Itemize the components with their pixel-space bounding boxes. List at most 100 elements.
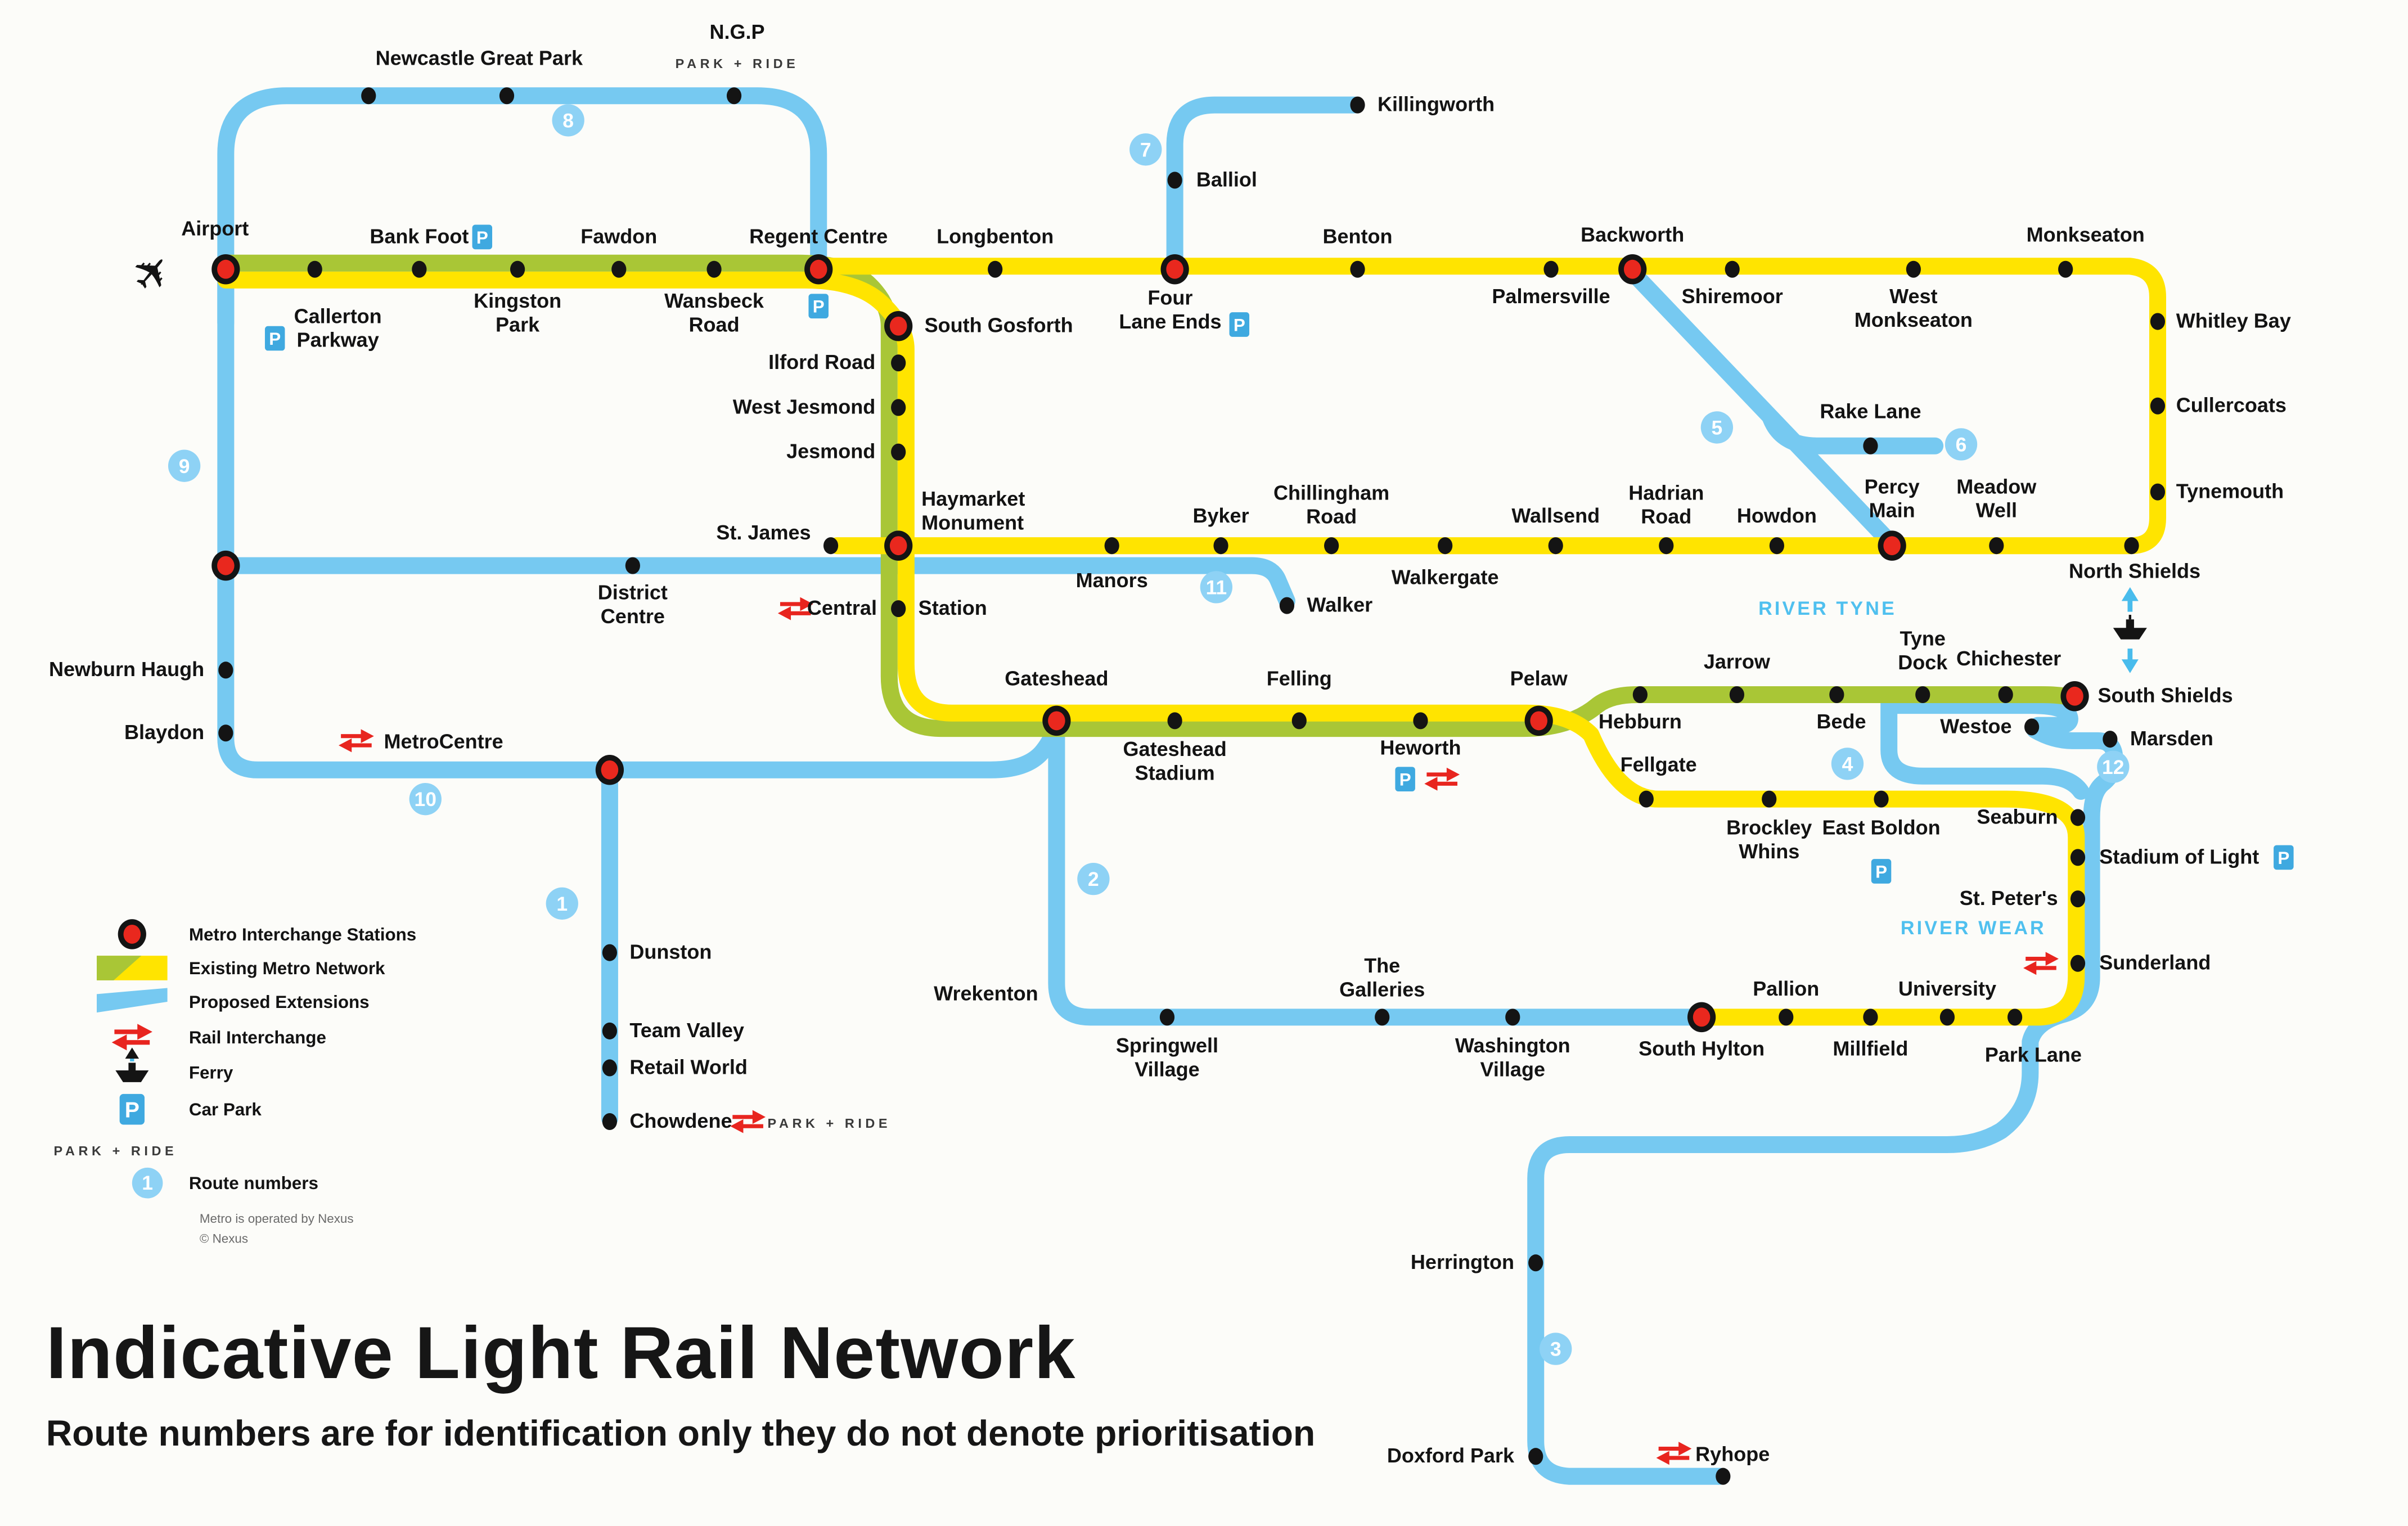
station-jesmond[interactable]: Jesmond [786,440,906,463]
station-felling[interactable]: Felling [1267,667,1332,730]
station-pallion[interactable]: Pallion [1753,977,1819,1026]
station-backworth[interactable]: Backworth [1581,223,1684,285]
station-label-westoe: Westoe [1940,714,2011,737]
station-wallsend[interactable]: Wallsend [1511,504,1600,555]
station-label-chillingham-road: Road [1306,505,1357,528]
station-label-whitley-bay: Whitley Bay [2176,309,2291,332]
station-longbenton[interactable]: Longbenton [937,224,1054,278]
station-north-shields[interactable]: North Shields [2069,537,2200,583]
station-label-fawdon: Fawdon [580,224,657,247]
route-badge-9: 9 [168,449,201,482]
station-cullercoats[interactable]: Cullercoats [2150,394,2287,417]
station-chichester[interactable]: Chichester [1956,647,2061,704]
station-central-station[interactable]: Station [777,596,987,620]
station-killingworth[interactable]: Killingworth [1350,93,1495,116]
station-benton[interactable]: Benton [1322,224,1393,278]
svg-text:P: P [125,1098,139,1123]
station-south-hylton[interactable]: South Hylton [1639,1002,1765,1060]
station-millfield[interactable]: Millfield [1833,1009,1908,1060]
station-sunderland[interactable]: Sunderland [2023,951,2211,975]
station-tynemouth[interactable]: Tynemouth [2150,480,2284,503]
station-label-hadrian-road: Road [1641,505,1691,528]
station-whitley-bay[interactable]: Whitley Bay [2150,309,2291,332]
station-west-jesmond[interactable]: West Jesmond [733,395,906,418]
station-dunston[interactable]: Dunston [602,940,712,964]
station-manors[interactable]: Manors [1076,537,1148,592]
station-newcastle-great-park[interactable]: Newcastle Great Park [376,47,583,105]
station-st-peters[interactable]: St. Peter's [1960,886,2086,910]
station-howdon[interactable]: Howdon [1737,504,1817,555]
station-park-lane[interactable]: Park Lane [1985,1009,2082,1066]
station-herrington[interactable]: Herrington [1411,1250,1543,1273]
station-label-tyne-dock: Tyne [1900,627,1946,650]
station-ilford-road[interactable]: Ilford Road [768,350,906,373]
station-university[interactable]: University [1898,977,1996,1026]
station-seaburn[interactable]: Seaburn [1977,805,2086,828]
station-label-monument: Monument [921,511,1024,534]
station-retail-world[interactable]: Retail World [602,1055,748,1078]
station-south-shields[interactable]: South Shields [2060,681,2233,712]
svg-text:9: 9 [179,455,190,478]
station-st-james[interactable]: St. James [716,521,839,555]
station-fawdon[interactable]: Fawdon [580,224,657,278]
station-pelaw[interactable]: Pelaw [1510,667,1568,736]
station-label-howdon: Howdon [1737,504,1817,527]
station-label-district-centre: District [598,581,668,604]
route-badge-8: 8 [552,104,584,137]
station-balliol[interactable]: Balliol [1167,168,1257,191]
station-jarrow[interactable]: Jarrow [1704,650,1771,704]
station-dunston-junction[interactable] [595,755,624,785]
station-label-chichester: Chichester [1956,647,2061,670]
station-walker[interactable]: Walker [1279,593,1372,616]
station-team-valley[interactable]: Team Valley [602,1019,744,1042]
station-label-chillingham-road: Chillingham [1273,481,1389,504]
station-walkergate[interactable]: Walkergate [1392,537,1499,588]
station-label-bede: Bede [1817,710,1866,733]
station-hebburn[interactable]: Hebburn [1599,686,1682,733]
station-westoe[interactable]: Westoe [1940,714,2040,737]
station-fellgate[interactable]: Fellgate [1621,753,1697,808]
station-ryhope[interactable]: Ryhope [1656,1442,1770,1485]
station-south-gosforth[interactable]: South Gosforth [884,310,1073,341]
station-newburn-haugh[interactable]: Newburn Haugh [49,658,233,681]
station-bede[interactable]: Bede [1817,686,1866,733]
station-blaydon[interactable]: Blaydon [124,721,233,744]
station-palmersville[interactable]: Palmersville [1492,260,1610,308]
station-west-junction[interactable] [211,550,240,581]
station-marsden[interactable]: Marsden [2103,727,2213,750]
station-label-doxford-park: Doxford Park [1387,1444,1515,1467]
station-doxford-park[interactable]: Doxford Park [1387,1444,1543,1467]
station-rake-lane[interactable]: Rake Lane [1820,400,1921,454]
station-monkseaton[interactable]: Monkseaton [2027,223,2145,278]
station-label-tyne-dock: Dock [1898,651,1948,674]
station-ngp-west[interactable] [361,87,376,105]
station-shiremoor[interactable]: Shiremoor [1682,260,1783,308]
station-metrocentre[interactable]: MetroCentre [339,729,503,753]
station-byker[interactable]: Byker [1192,504,1249,555]
station-gateshead[interactable]: Gateshead [1005,667,1108,736]
